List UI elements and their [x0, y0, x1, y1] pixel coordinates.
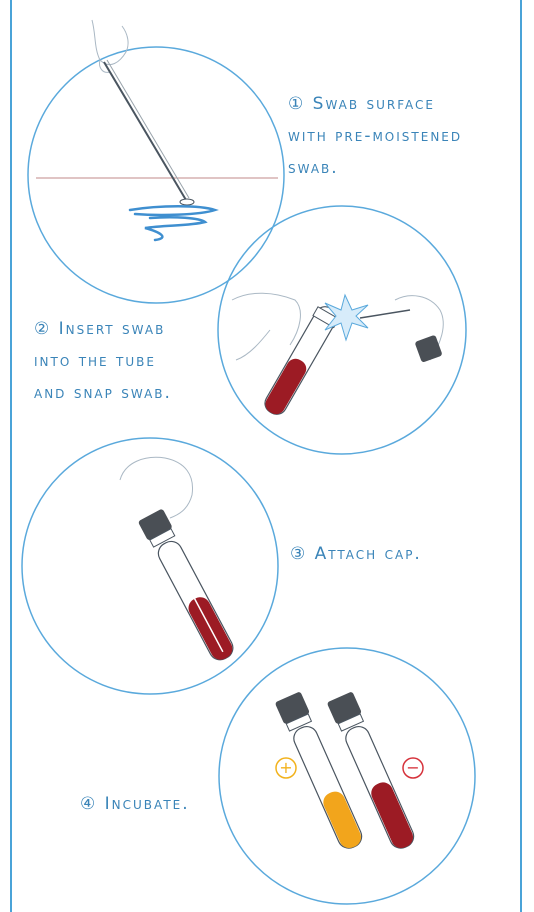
step-2-line-2: into the tube — [34, 345, 172, 377]
swab-tip — [180, 199, 194, 205]
step-1-line-3: swab. — [288, 152, 462, 184]
tube-icon — [260, 303, 341, 419]
hand-icon — [120, 457, 193, 518]
left-hand-icon — [232, 293, 300, 360]
step-3-illustration — [22, 438, 278, 694]
step-2-illustration — [218, 206, 466, 454]
step-4-line-1: ④ Incubate. — [80, 788, 190, 820]
step-2-instruction: ② Insert swab into the tube and snap swa… — [34, 313, 172, 409]
swab-stick-broken — [360, 310, 410, 318]
step-1-illustration — [28, 20, 284, 303]
step-3-circle — [22, 438, 278, 694]
negative-result-symbol: − — [406, 758, 419, 777]
step-3-instruction: ③ Attach cap. — [290, 538, 422, 570]
step-2-line-3: and snap swab. — [34, 377, 172, 409]
step-2-circle — [218, 206, 466, 454]
step-4-circle — [219, 648, 475, 904]
step-2-line-1: ② Insert swab — [34, 313, 172, 345]
positive-result-symbol: + — [279, 758, 292, 777]
step-4-instruction: ④ Incubate. — [80, 788, 190, 820]
cap-icon — [414, 335, 442, 363]
step-1-line-1: ① Swab surface — [288, 88, 462, 120]
swab-stick — [104, 62, 186, 200]
step-1-instruction: ① Swab surface with pre-moistened swab. — [288, 88, 462, 184]
step-1-line-2: with pre-moistened — [288, 120, 462, 152]
tube-with-cap-icon — [138, 508, 239, 664]
wipe-marks — [130, 206, 215, 240]
step-1-circle — [28, 47, 284, 303]
step-4-illustration: + − — [219, 648, 475, 904]
step-3-line-1: ③ Attach cap. — [290, 538, 422, 570]
